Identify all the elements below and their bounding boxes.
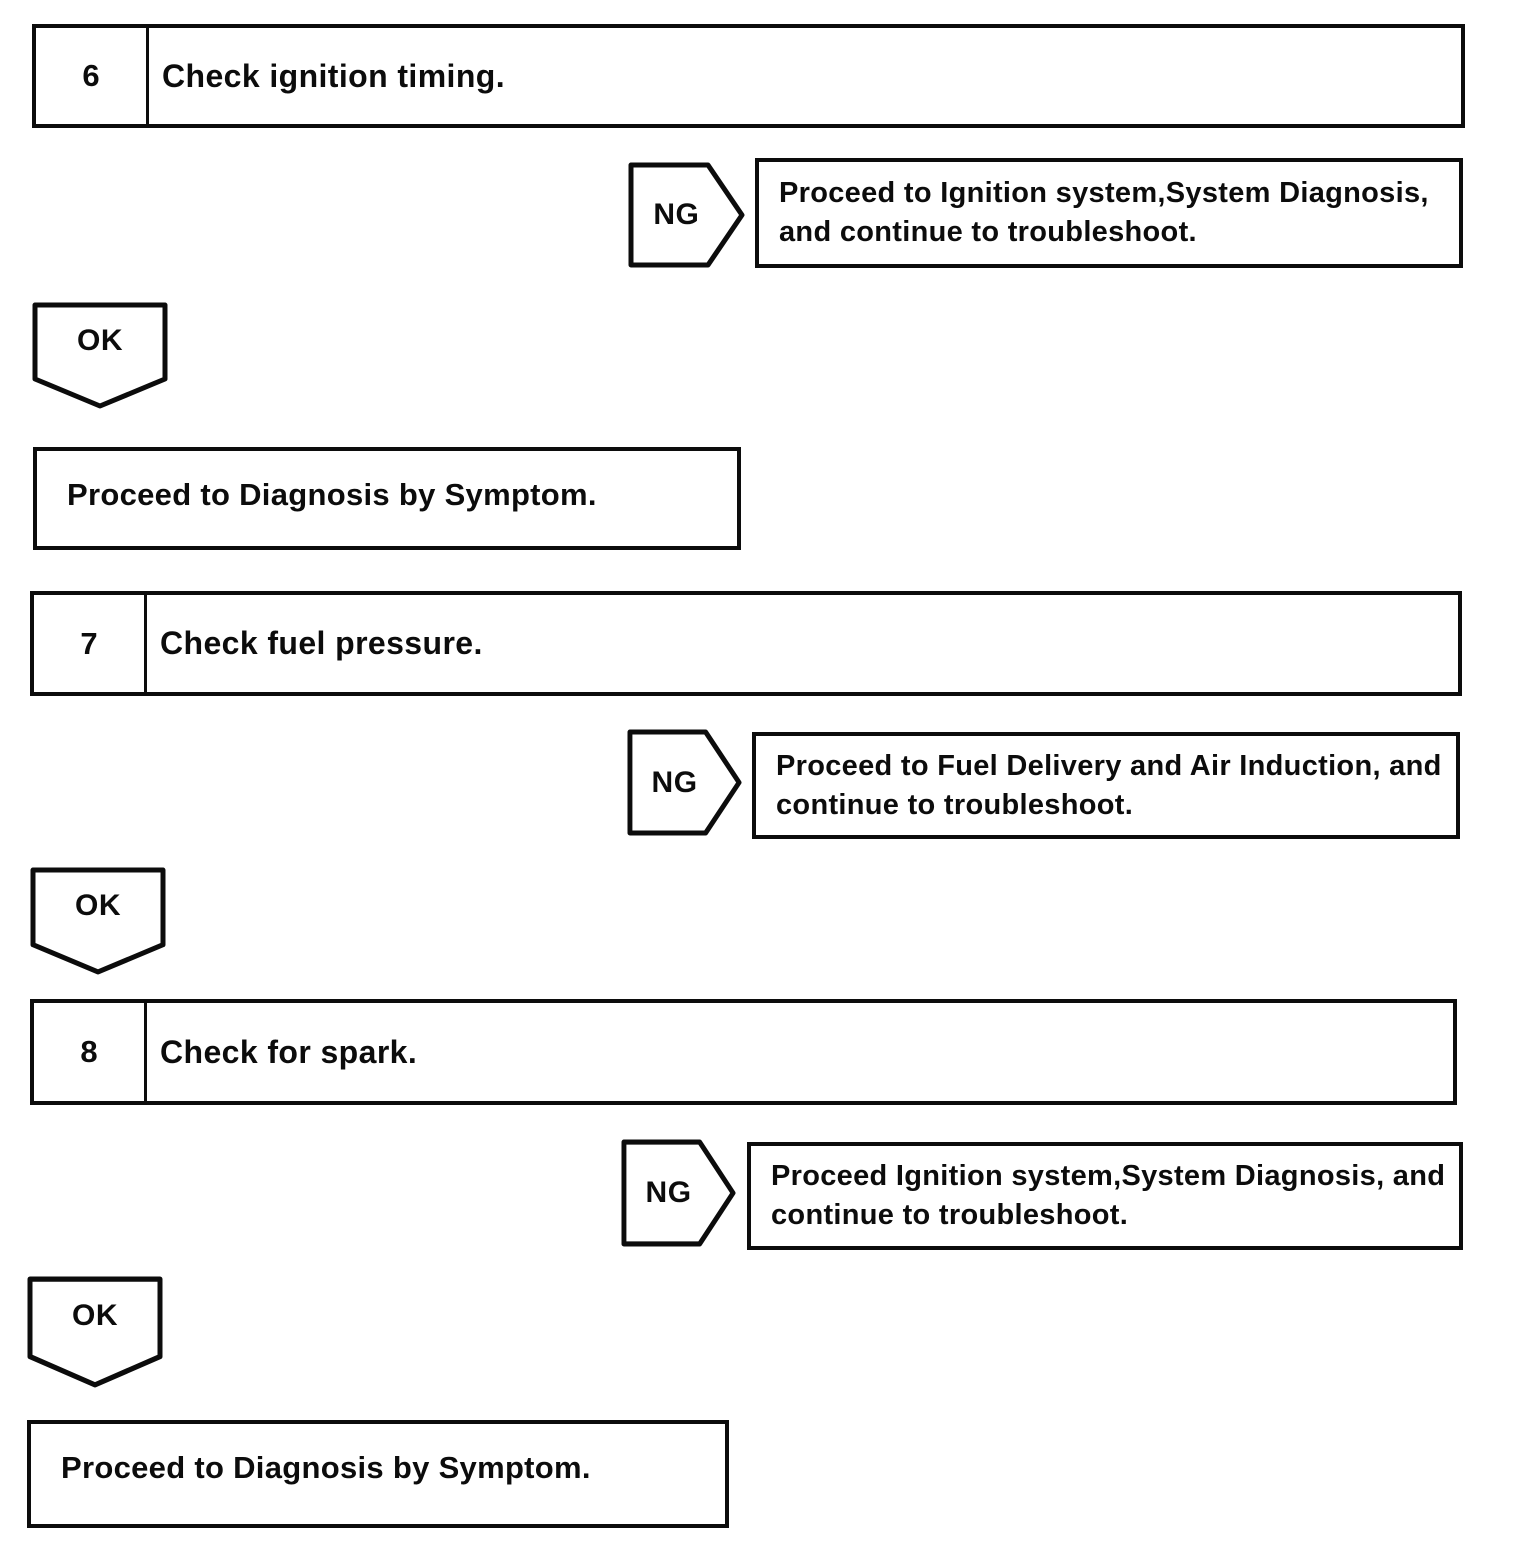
ok-arrow-shape: OK bbox=[27, 1276, 163, 1388]
ng-result-line: continue to troubleshoot. bbox=[776, 788, 1134, 821]
step-box-6: 6 Check ignition timing. bbox=[32, 24, 1465, 128]
step-number: 7 bbox=[34, 595, 147, 692]
ok-label: OK bbox=[75, 888, 121, 922]
ng-label: NG bbox=[645, 1176, 692, 1209]
ok-arrow-icon bbox=[32, 302, 168, 409]
ng-arrow-shape: NG bbox=[628, 162, 746, 268]
step-title: Check ignition timing. bbox=[162, 57, 506, 94]
ok-arrow-icon bbox=[27, 1276, 163, 1388]
step-box-8: 8 Check for spark. bbox=[30, 999, 1457, 1105]
ng-arrow-shape: NG bbox=[621, 1139, 737, 1247]
ng-arrow-icon bbox=[621, 1139, 736, 1247]
ng-label: NG bbox=[651, 765, 698, 799]
ng-label: NG bbox=[653, 198, 700, 231]
ok-result-text: Proceed to Diagnosis by Symptom. bbox=[67, 477, 597, 512]
ok-label: OK bbox=[77, 323, 123, 357]
ok-arrow-icon bbox=[30, 867, 166, 975]
step-number: 8 bbox=[34, 1003, 147, 1101]
ng-result-box: Proceed Ignition system,System Diagnosis… bbox=[747, 1142, 1463, 1250]
ng-result-line: and continue to troubleshoot. bbox=[779, 216, 1197, 248]
step-title: Check fuel pressure. bbox=[160, 625, 483, 661]
step-title: Check for spark. bbox=[160, 1033, 418, 1070]
ok-result-text: Proceed to Diagnosis by Symptom. bbox=[61, 1450, 591, 1485]
ng-arrow-icon bbox=[628, 162, 745, 268]
ng-result-box: Proceed to Ignition system,System Diagno… bbox=[755, 158, 1463, 268]
ok-result-box: Proceed to Diagnosis by Symptom. bbox=[27, 1420, 729, 1528]
ok-label: OK bbox=[72, 1299, 118, 1333]
step-number: 6 bbox=[36, 28, 149, 124]
ok-arrow-shape: OK bbox=[30, 867, 166, 975]
ng-result-line: Proceed to Fuel Delivery and Air Inducti… bbox=[776, 749, 1442, 782]
ng-arrow-icon bbox=[627, 729, 742, 836]
ng-result-line: Proceed to Ignition system,System Diagno… bbox=[779, 177, 1429, 209]
ok-arrow-shape: OK bbox=[32, 302, 168, 409]
ng-arrow-shape: NG bbox=[627, 729, 743, 836]
ng-result-box: Proceed to Fuel Delivery and Air Inducti… bbox=[752, 732, 1460, 839]
ng-result-line: Proceed Ignition system,System Diagnosis… bbox=[771, 1160, 1446, 1192]
ng-result-line: continue to troubleshoot. bbox=[771, 1199, 1129, 1231]
step-box-7: 7 Check fuel pressure. bbox=[30, 591, 1462, 696]
ok-result-box: Proceed to Diagnosis by Symptom. bbox=[33, 447, 741, 550]
